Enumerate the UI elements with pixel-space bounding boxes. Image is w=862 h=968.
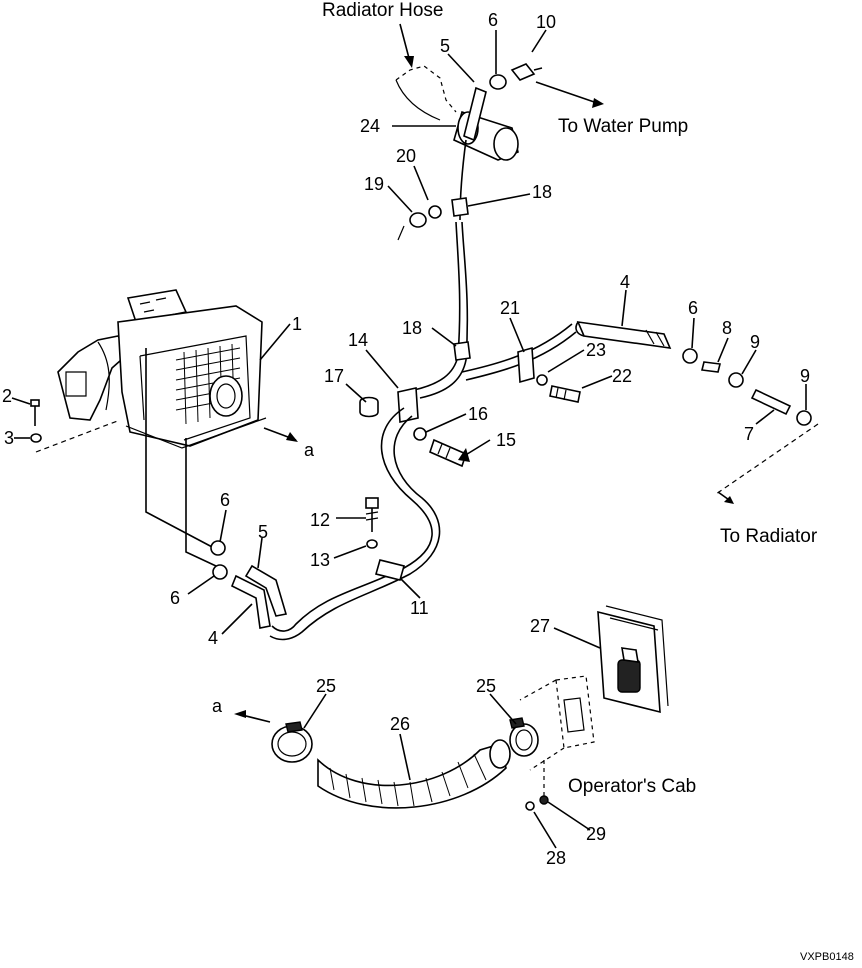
caption-to-radiator: To Radiator	[720, 526, 818, 547]
callout-25-right: 25	[476, 676, 496, 696]
callout-24: 24	[360, 116, 380, 136]
drawing-code: VXPB0148	[800, 951, 854, 963]
caption-operators-cab: Operator's Cab	[568, 776, 696, 797]
callout-numbers: 1 2 3 4 4 5 5 6 6 6 6 7 8 9 9 10 11 12 1…	[2, 10, 810, 868]
callout-27: 27	[530, 616, 550, 636]
hose-to-radiator	[575, 321, 819, 504]
callout-13: 13	[310, 550, 330, 570]
callout-6-upper: 6	[220, 490, 230, 510]
callout-18-lower: 18	[402, 318, 422, 338]
callout-6-right: 6	[688, 298, 698, 318]
callout-7: 7	[744, 424, 754, 444]
callout-8: 8	[722, 318, 732, 338]
callout-4-lower: 4	[208, 628, 218, 648]
screw-28-29	[525, 795, 549, 811]
callout-3: 3	[4, 428, 14, 448]
heater-unit	[57, 289, 267, 567]
callout-9-right: 9	[800, 366, 810, 386]
filter-box-27	[597, 605, 669, 714]
callout-4-right: 4	[620, 272, 630, 292]
callout-6-top: 6	[488, 10, 498, 30]
heater-hoses	[210, 540, 288, 629]
clip-18-lower	[453, 341, 471, 361]
cab-frame	[519, 675, 595, 800]
bolt-2	[30, 399, 121, 453]
callout-21: 21	[500, 298, 520, 318]
callout-12: 12	[310, 510, 330, 530]
caption-radiator-hose: Radiator Hose	[322, 0, 443, 21]
callout-29: 29	[586, 824, 606, 844]
callout-1: 1	[292, 314, 302, 334]
callout-10: 10	[536, 12, 556, 32]
callout-18-upper: 18	[532, 182, 552, 202]
callout-22: 22	[612, 366, 632, 386]
callout-26: 26	[390, 714, 410, 734]
callout-19: 19	[364, 174, 384, 194]
hose-clamp-25-left	[234, 710, 313, 763]
callout-6-lower: 6	[170, 588, 180, 608]
ref-a-right: a	[304, 440, 315, 460]
callout-14: 14	[348, 330, 368, 350]
callout-15: 15	[496, 430, 516, 450]
callout-25-left: 25	[316, 676, 336, 696]
callout-20: 20	[396, 146, 416, 166]
caption-to-water-pump: To Water Pump	[558, 116, 688, 137]
callout-9-left: 9	[750, 332, 760, 352]
captions: Radiator Hose To Water Pump To Radiator …	[212, 0, 818, 797]
leader-lines	[11, 23, 807, 849]
callout-23: 23	[586, 340, 606, 360]
callout-5-top: 5	[440, 36, 450, 56]
callout-17: 17	[324, 366, 344, 386]
clamp-11	[365, 497, 405, 581]
clip-18-upper	[397, 197, 469, 241]
callout-2: 2	[2, 386, 12, 406]
callout-28: 28	[546, 848, 566, 868]
hose-clamp-25-right	[509, 717, 539, 757]
clip-21	[461, 323, 581, 403]
callout-5-lower: 5	[258, 522, 268, 542]
callout-11: 11	[410, 598, 429, 618]
ref-a-left: a	[212, 696, 223, 716]
duct-26	[317, 739, 511, 809]
lower-hose	[269, 407, 441, 641]
clamp-14	[359, 387, 467, 468]
callout-16: 16	[468, 404, 488, 424]
